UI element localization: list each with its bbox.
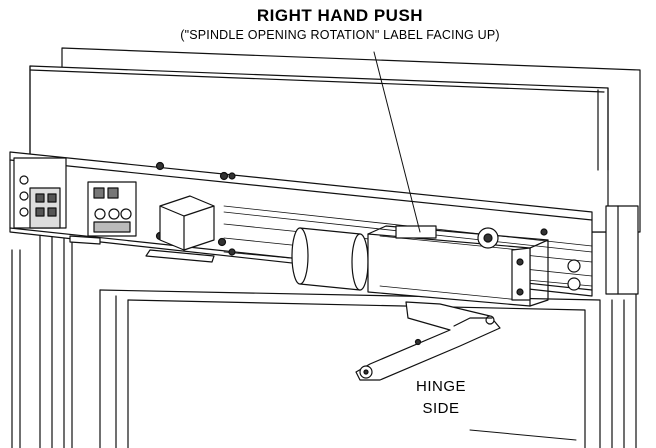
hinge-side-pointer <box>469 429 577 441</box>
diagram-title: RIGHT HAND PUSH <box>256 6 424 25</box>
hinge-side-label-line1: HINGE <box>415 378 466 395</box>
hinge-side-label-line2: SIDE <box>422 400 460 417</box>
closer-body <box>367 225 581 307</box>
arm-linkage <box>355 301 501 381</box>
motor <box>291 227 369 291</box>
door-frame <box>11 205 639 448</box>
diagram-subtitle: ("SPINDLE OPENING ROTATION" LABEL FACING… <box>180 28 500 42</box>
power-module <box>145 195 215 263</box>
control-module <box>13 157 137 245</box>
leader-line <box>373 51 421 233</box>
